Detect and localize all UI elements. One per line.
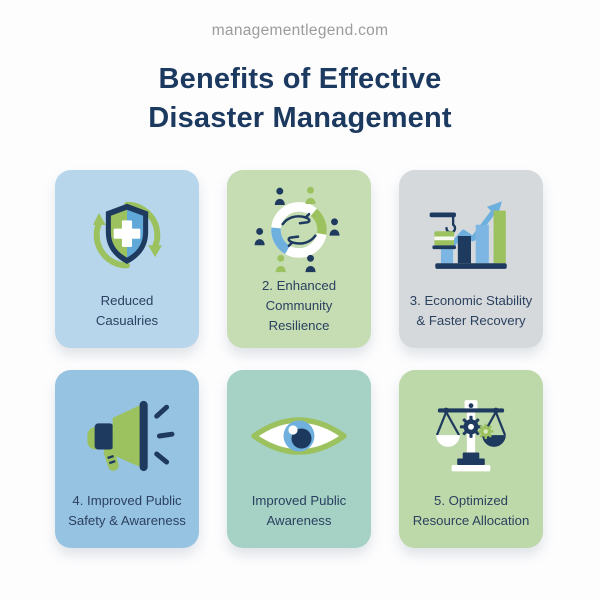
shield-cross-icon — [92, 201, 162, 269]
benefit-card-public-safety: 4. Improved Public Safety & Awareness — [55, 370, 199, 548]
page-title: Benefits of Effective Disaster Managemen… — [0, 60, 600, 137]
crane-hook — [429, 212, 457, 249]
eye-icon — [251, 417, 347, 455]
benefit-card-economic-stability: 3. Economic Stability & Faster Recovery — [399, 170, 543, 348]
card-label: 3. Economic Stability & Faster Recovery — [409, 293, 533, 329]
benefit-cards-grid: Reduced Casualries — [55, 170, 543, 548]
people-figures — [254, 186, 340, 273]
site-domain: managementlegend.com — [211, 22, 389, 39]
gears — [459, 415, 494, 439]
card-label: Improved Public Awareness — [251, 493, 347, 529]
benefit-card-resource-allocation: 5. Optimized Resource Allocation — [399, 370, 543, 548]
benefit-card-public-awareness: Improved Public Awareness — [227, 370, 371, 548]
benefit-card-community-resilience: 2. Enhanced Community Resilience — [227, 170, 371, 348]
page-title-line1: Benefits of Effective — [158, 63, 442, 95]
balance-scales-icon — [435, 399, 507, 472]
community-hands-icon — [254, 186, 340, 273]
card-label: Reduced Casualries — [95, 293, 159, 329]
page-title-line2: Disaster Management — [148, 101, 452, 134]
card-label: 5. Optimized Resource Allocation — [412, 493, 530, 529]
card-label: 4. Improved Public Safety & Awareness — [68, 493, 186, 529]
megaphone-icon — [87, 400, 175, 471]
benefit-card-reduced-casualties: Reduced Casualries — [55, 170, 199, 348]
card-label: 2. Enhanced Community Resilience — [261, 278, 337, 333]
growth-chart-icon — [429, 200, 507, 269]
